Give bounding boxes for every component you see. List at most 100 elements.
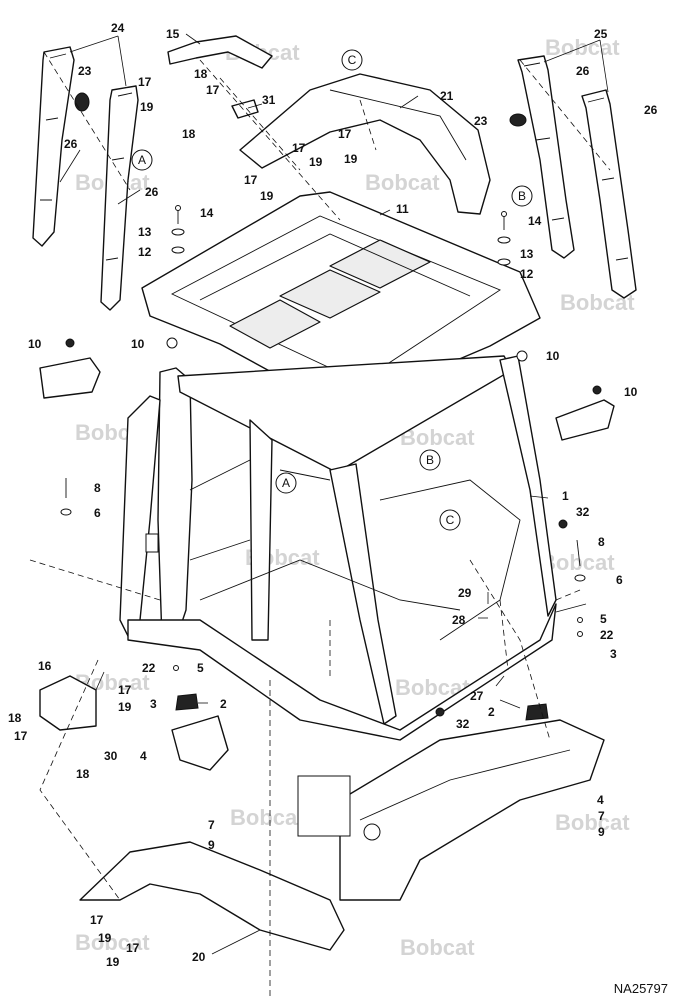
callout-label: 10	[28, 337, 42, 351]
grommet-23-icon	[509, 113, 527, 127]
callout-label: 18	[8, 711, 22, 725]
callout-label: 9	[598, 825, 605, 839]
callout-label: 16	[38, 659, 52, 673]
callout-label: 26	[64, 137, 78, 151]
watermark: Bobcat	[555, 810, 630, 835]
callout-label: 12	[138, 245, 152, 259]
callout-label: 23	[78, 64, 92, 78]
callout-label: 3	[150, 697, 157, 711]
hardware	[60, 205, 586, 717]
reference-markers: A A B B C C	[131, 49, 533, 531]
callout-label: 18	[194, 67, 208, 81]
callout-numbers: 24 23 26 26 15 17 18 17 19 31 18 17 19 1…	[8, 21, 658, 969]
callout-label: 10	[131, 337, 145, 351]
callout-label: 6	[94, 506, 101, 520]
callout-label: 2	[488, 705, 495, 719]
callout-label: 30	[104, 749, 118, 763]
callout-label: 23	[474, 114, 488, 128]
callout-label: 13	[520, 247, 534, 261]
callout-label: 24	[111, 21, 125, 35]
reference-letter-c: C	[446, 513, 455, 527]
callout-label: 5	[197, 661, 204, 675]
callout-label: 22	[600, 628, 614, 642]
grommet-23-icon	[74, 92, 90, 112]
callout-label: 4	[140, 749, 147, 763]
assembly-lines	[29, 51, 611, 1000]
latch-icon	[145, 533, 159, 553]
callout-label: 8	[94, 481, 101, 495]
callout-label: 15	[166, 27, 180, 41]
reference-letter-b: B	[426, 453, 434, 467]
callout-label: 32	[456, 717, 470, 731]
callout-label: 32	[576, 505, 590, 519]
callout-label: 17	[14, 729, 28, 743]
callout-label: 19	[344, 152, 358, 166]
callout-label: 17	[118, 683, 132, 697]
reference-letter-a: A	[282, 476, 290, 490]
watermark: Bobcat	[545, 35, 620, 60]
callout-label: 17	[338, 127, 352, 141]
drawing-number: NA25797	[613, 981, 668, 996]
callout-label: 13	[138, 225, 152, 239]
fenders	[39, 675, 345, 951]
callout-label: 17	[244, 173, 258, 187]
machine-chassis	[171, 715, 605, 901]
callout-label: 19	[98, 931, 112, 945]
callout-label: 19	[106, 955, 120, 969]
callout-label: 7	[598, 809, 605, 823]
reference-letter-c: C	[348, 53, 357, 67]
callout-label: 4	[597, 793, 604, 807]
callout-label: 21	[440, 89, 454, 103]
callout-label: 29	[458, 586, 472, 600]
callout-label: 10	[546, 349, 560, 363]
callout-label: 14	[528, 214, 542, 228]
callout-label: 31	[262, 93, 276, 107]
callout-label: 27	[470, 689, 484, 703]
callout-label: 22	[142, 661, 156, 675]
callout-label: 5	[600, 612, 607, 626]
callout-label: 20	[192, 950, 206, 964]
callout-label: 19	[118, 700, 132, 714]
callout-label: 26	[644, 103, 658, 117]
callout-label: 18	[182, 127, 196, 141]
callout-label: 10	[624, 385, 638, 399]
reference-letter-a: A	[138, 153, 146, 167]
callout-label: 18	[76, 767, 90, 781]
watermark: Bobcat	[230, 805, 305, 830]
roof-panel	[141, 191, 541, 405]
callout-label: 19	[309, 155, 323, 169]
reference-letter-b: B	[518, 189, 526, 203]
watermark: Bobcat	[400, 935, 475, 960]
callout-label: 14	[200, 206, 214, 220]
callout-label: 17	[206, 83, 220, 97]
callout-label: 17	[90, 913, 104, 927]
watermark: Bobcat	[75, 930, 150, 955]
callout-label: 17	[138, 75, 152, 89]
callout-label: 8	[598, 535, 605, 549]
callout-label: 19	[140, 100, 154, 114]
callout-label: 19	[260, 189, 274, 203]
cab-frame	[119, 355, 557, 741]
watermark: Bobcat	[365, 170, 440, 195]
callout-label: 3	[610, 647, 617, 661]
left-post-covers	[32, 46, 139, 311]
mount-brackets	[39, 337, 615, 441]
callout-label: 9	[208, 838, 215, 852]
top-trim	[167, 35, 491, 215]
right-post-covers	[509, 55, 637, 299]
callout-label: 17	[126, 941, 140, 955]
callout-label: 1	[562, 489, 569, 503]
callout-label: 6	[616, 573, 623, 587]
watermark: Bobcat	[400, 425, 475, 450]
callout-label: 17	[292, 141, 306, 155]
callout-label: 26	[145, 185, 159, 199]
callout-label: 28	[452, 613, 466, 627]
callout-label: 2	[220, 697, 227, 711]
callout-label: 7	[208, 818, 215, 832]
callout-label: 12	[520, 267, 534, 281]
callout-label: 11	[396, 202, 409, 216]
leader-lines	[59, 33, 609, 955]
callout-label: 26	[576, 64, 590, 78]
callout-label: 25	[594, 27, 608, 41]
